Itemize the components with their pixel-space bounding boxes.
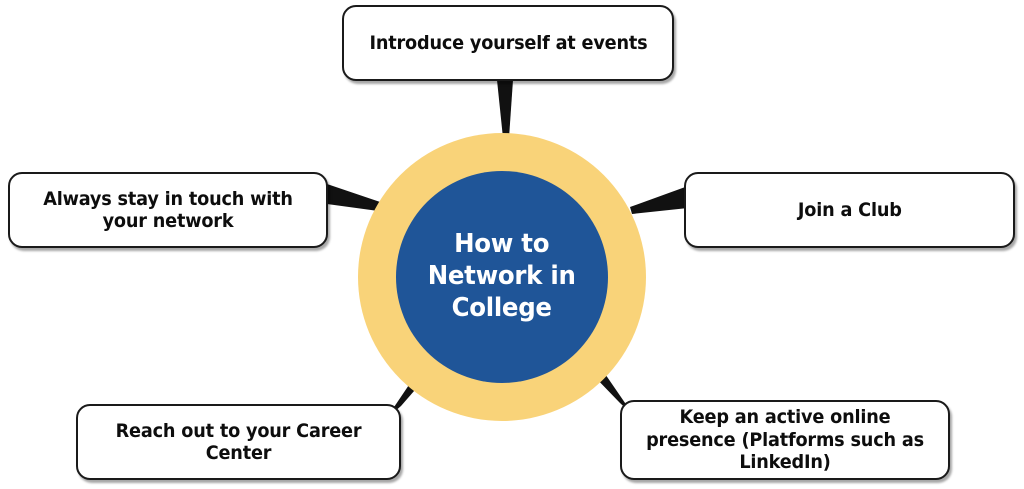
- node-box-join-a-club[interactable]: Join a Club: [684, 172, 1015, 248]
- connector-top: [497, 80, 513, 138]
- node-label-online-presence: Keep an active online presence (Platform…: [646, 406, 924, 474]
- node-label-join-a-club: Join a Club: [797, 198, 902, 221]
- node-label-introduce-yourself: Introduce yourself at events: [368, 31, 647, 54]
- node-label-career-center: Reach out to your Career Center: [115, 419, 362, 464]
- center-hub-core: How to Network in College: [396, 171, 608, 383]
- node-box-online-presence[interactable]: Keep an active online presence (Platform…: [620, 400, 950, 480]
- node-label-stay-in-touch: Always stay in touch with your network: [43, 187, 293, 232]
- center-hub-ring: How to Network in College: [358, 133, 646, 421]
- center-hub-label: How to Network in College: [428, 229, 576, 323]
- connector-right: [630, 186, 688, 214]
- node-box-career-center[interactable]: Reach out to your Career Center: [76, 404, 401, 480]
- node-box-stay-in-touch[interactable]: Always stay in touch with your network: [8, 172, 328, 248]
- node-box-introduce-yourself[interactable]: Introduce yourself at events: [342, 5, 674, 81]
